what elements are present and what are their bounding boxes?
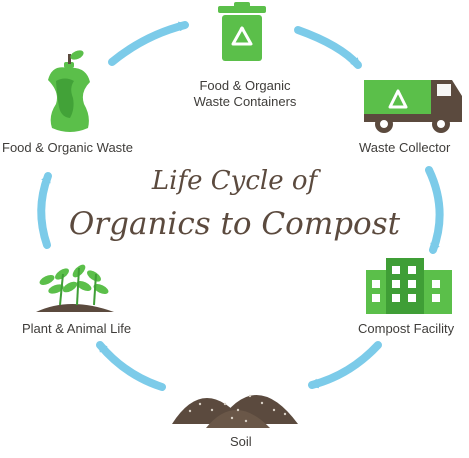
building-icon (366, 258, 452, 314)
arrow-containers-to-collector (294, 26, 362, 69)
cycle-arrows (37, 21, 444, 391)
stage-label-compost-facility: Compost Facility (358, 321, 455, 336)
stage-label-plant-animal-life: Plant & Animal Life (22, 321, 132, 336)
stage-label-waste-collector: Waste Collector (359, 140, 451, 155)
arrow-plant-to-waste (37, 172, 52, 249)
recycle-bin-icon (218, 2, 266, 61)
arrow-waste-to-containers (108, 21, 189, 66)
stage-label-containers: Food & Organic Waste Containers (193, 78, 297, 109)
stage-label-food-waste: Food & Organic Waste (2, 140, 134, 155)
diagram-title-line1: Life Cycle of (151, 166, 318, 196)
soil-pile-icon (172, 394, 298, 428)
apple-core-icon (48, 50, 90, 132)
arrow-facility-to-soil (308, 341, 382, 389)
stage-label-soil: Soil (230, 434, 252, 449)
garbage-truck-icon (364, 80, 462, 133)
diagram-title-line2: Organics to Compost (68, 206, 401, 242)
plant-sprouts-icon (36, 264, 114, 312)
arrow-soil-to-plant (96, 341, 166, 391)
arrow-collector-to-facility (425, 166, 444, 254)
